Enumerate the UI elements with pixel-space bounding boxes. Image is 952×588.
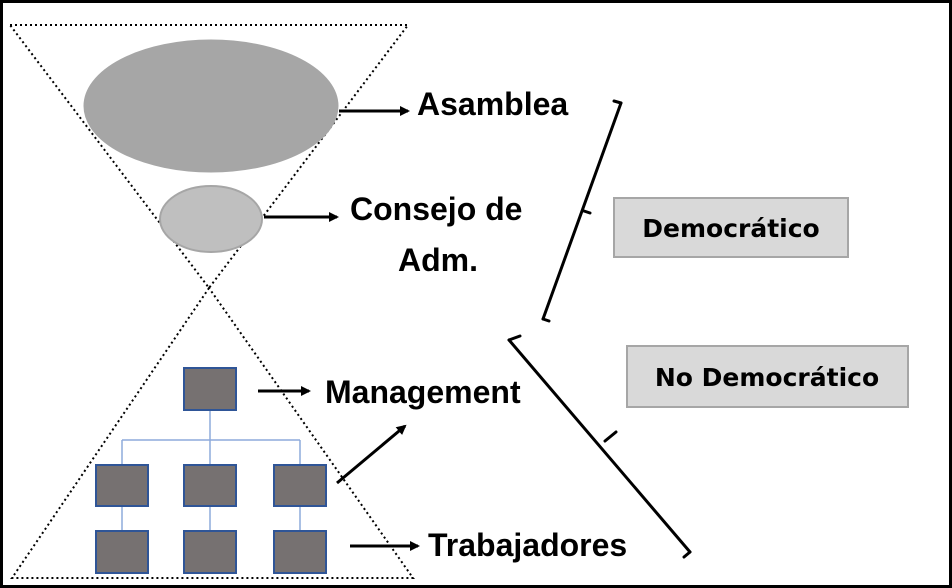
consejo-ellipse	[159, 185, 263, 253]
org-box-worker-1	[95, 530, 149, 574]
org-box-mid-1	[95, 464, 149, 507]
category-democratico: Democrático	[613, 197, 849, 258]
category-no-democratico-box	[626, 345, 909, 408]
org-chart	[95, 367, 327, 574]
label-consejo-line1: Consejo de	[350, 191, 522, 227]
lower-triangle	[10, 286, 415, 579]
category-no-democratico-label: No Democrático	[655, 363, 879, 392]
org-chart-connectors	[121, 410, 301, 531]
bracket-democratic	[541, 99, 623, 323]
arrow-mid-to-management	[336, 424, 407, 485]
category-no-democratico: No Democrático	[626, 345, 909, 408]
label-consejo-line2: Adm.	[398, 242, 478, 278]
category-democratico-label: Democrático	[642, 214, 819, 243]
org-box-management	[183, 367, 237, 411]
bracket-non-democratic	[507, 334, 692, 559]
org-box-worker-3	[273, 530, 327, 574]
arrows	[258, 106, 420, 551]
org-box-mid-2	[183, 464, 237, 507]
category-democratico-box	[613, 197, 849, 258]
label-trabajadores: Trabajadores	[428, 527, 627, 563]
org-box-mid-3	[273, 464, 327, 507]
org-box-worker-2	[183, 530, 237, 574]
asamblea-ellipse	[83, 39, 339, 173]
label-asamblea: Asamblea	[417, 86, 568, 122]
label-management: Management	[325, 374, 521, 410]
